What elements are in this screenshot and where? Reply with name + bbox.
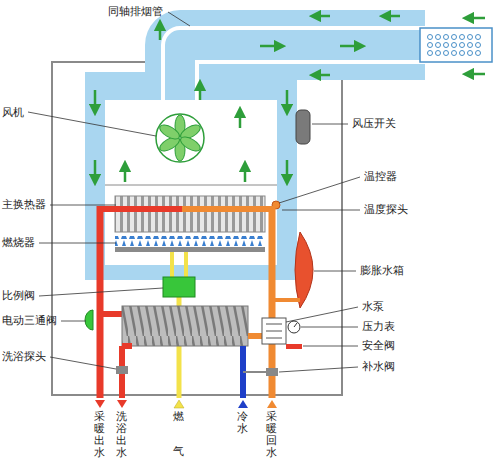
combustion-chamber [105, 100, 277, 265]
pressure-gauge [288, 321, 300, 333]
part-label: 主换热器 [2, 198, 46, 211]
port-label: 冷水 [237, 411, 248, 435]
part-label: 风压开关 [352, 117, 396, 130]
part-label: 补水阀 [362, 360, 395, 373]
plate-exchanger [122, 306, 248, 346]
flue-terminal [420, 28, 492, 62]
flow-arrows [95, 16, 485, 182]
proportional-valve [163, 277, 195, 297]
leader-lines [28, 12, 360, 372]
pressure-switch [296, 110, 310, 144]
fan [156, 114, 204, 162]
part-label: 同轴排烟管 [108, 5, 163, 18]
part-label: 温控器 [364, 170, 397, 183]
part-label: 安全阀 [362, 339, 395, 352]
cabinet [52, 62, 342, 395]
port-label: 采暖回水 [266, 411, 277, 459]
burner [115, 247, 265, 252]
part-label: 温度探头 [364, 203, 408, 216]
three-way-valve [85, 310, 93, 330]
port-label: 气 [173, 446, 184, 458]
part-label: 膨胀水箱 [360, 264, 404, 277]
safety-valve [286, 344, 302, 349]
burner-flames [115, 236, 265, 246]
part-label: 水泵 [362, 300, 384, 313]
main-exchanger [115, 196, 265, 232]
port-label: 洗浴出水 [116, 411, 127, 459]
part-label: 燃烧器 [2, 236, 35, 249]
pump [262, 318, 286, 344]
expansion-tank [295, 232, 313, 308]
part-label: 电动三通阀 [2, 314, 57, 327]
part-label: 压力表 [362, 320, 395, 333]
part-label: 比例阀 [2, 289, 35, 302]
port-label: 采暖出水 [94, 411, 105, 459]
fill-valve [266, 368, 278, 376]
port-label: 燃 [173, 411, 184, 423]
part-label: 洗浴探头 [2, 350, 46, 363]
bath-sensor [116, 366, 128, 374]
part-label: 风机 [2, 106, 24, 119]
air-chamber [85, 72, 297, 280]
